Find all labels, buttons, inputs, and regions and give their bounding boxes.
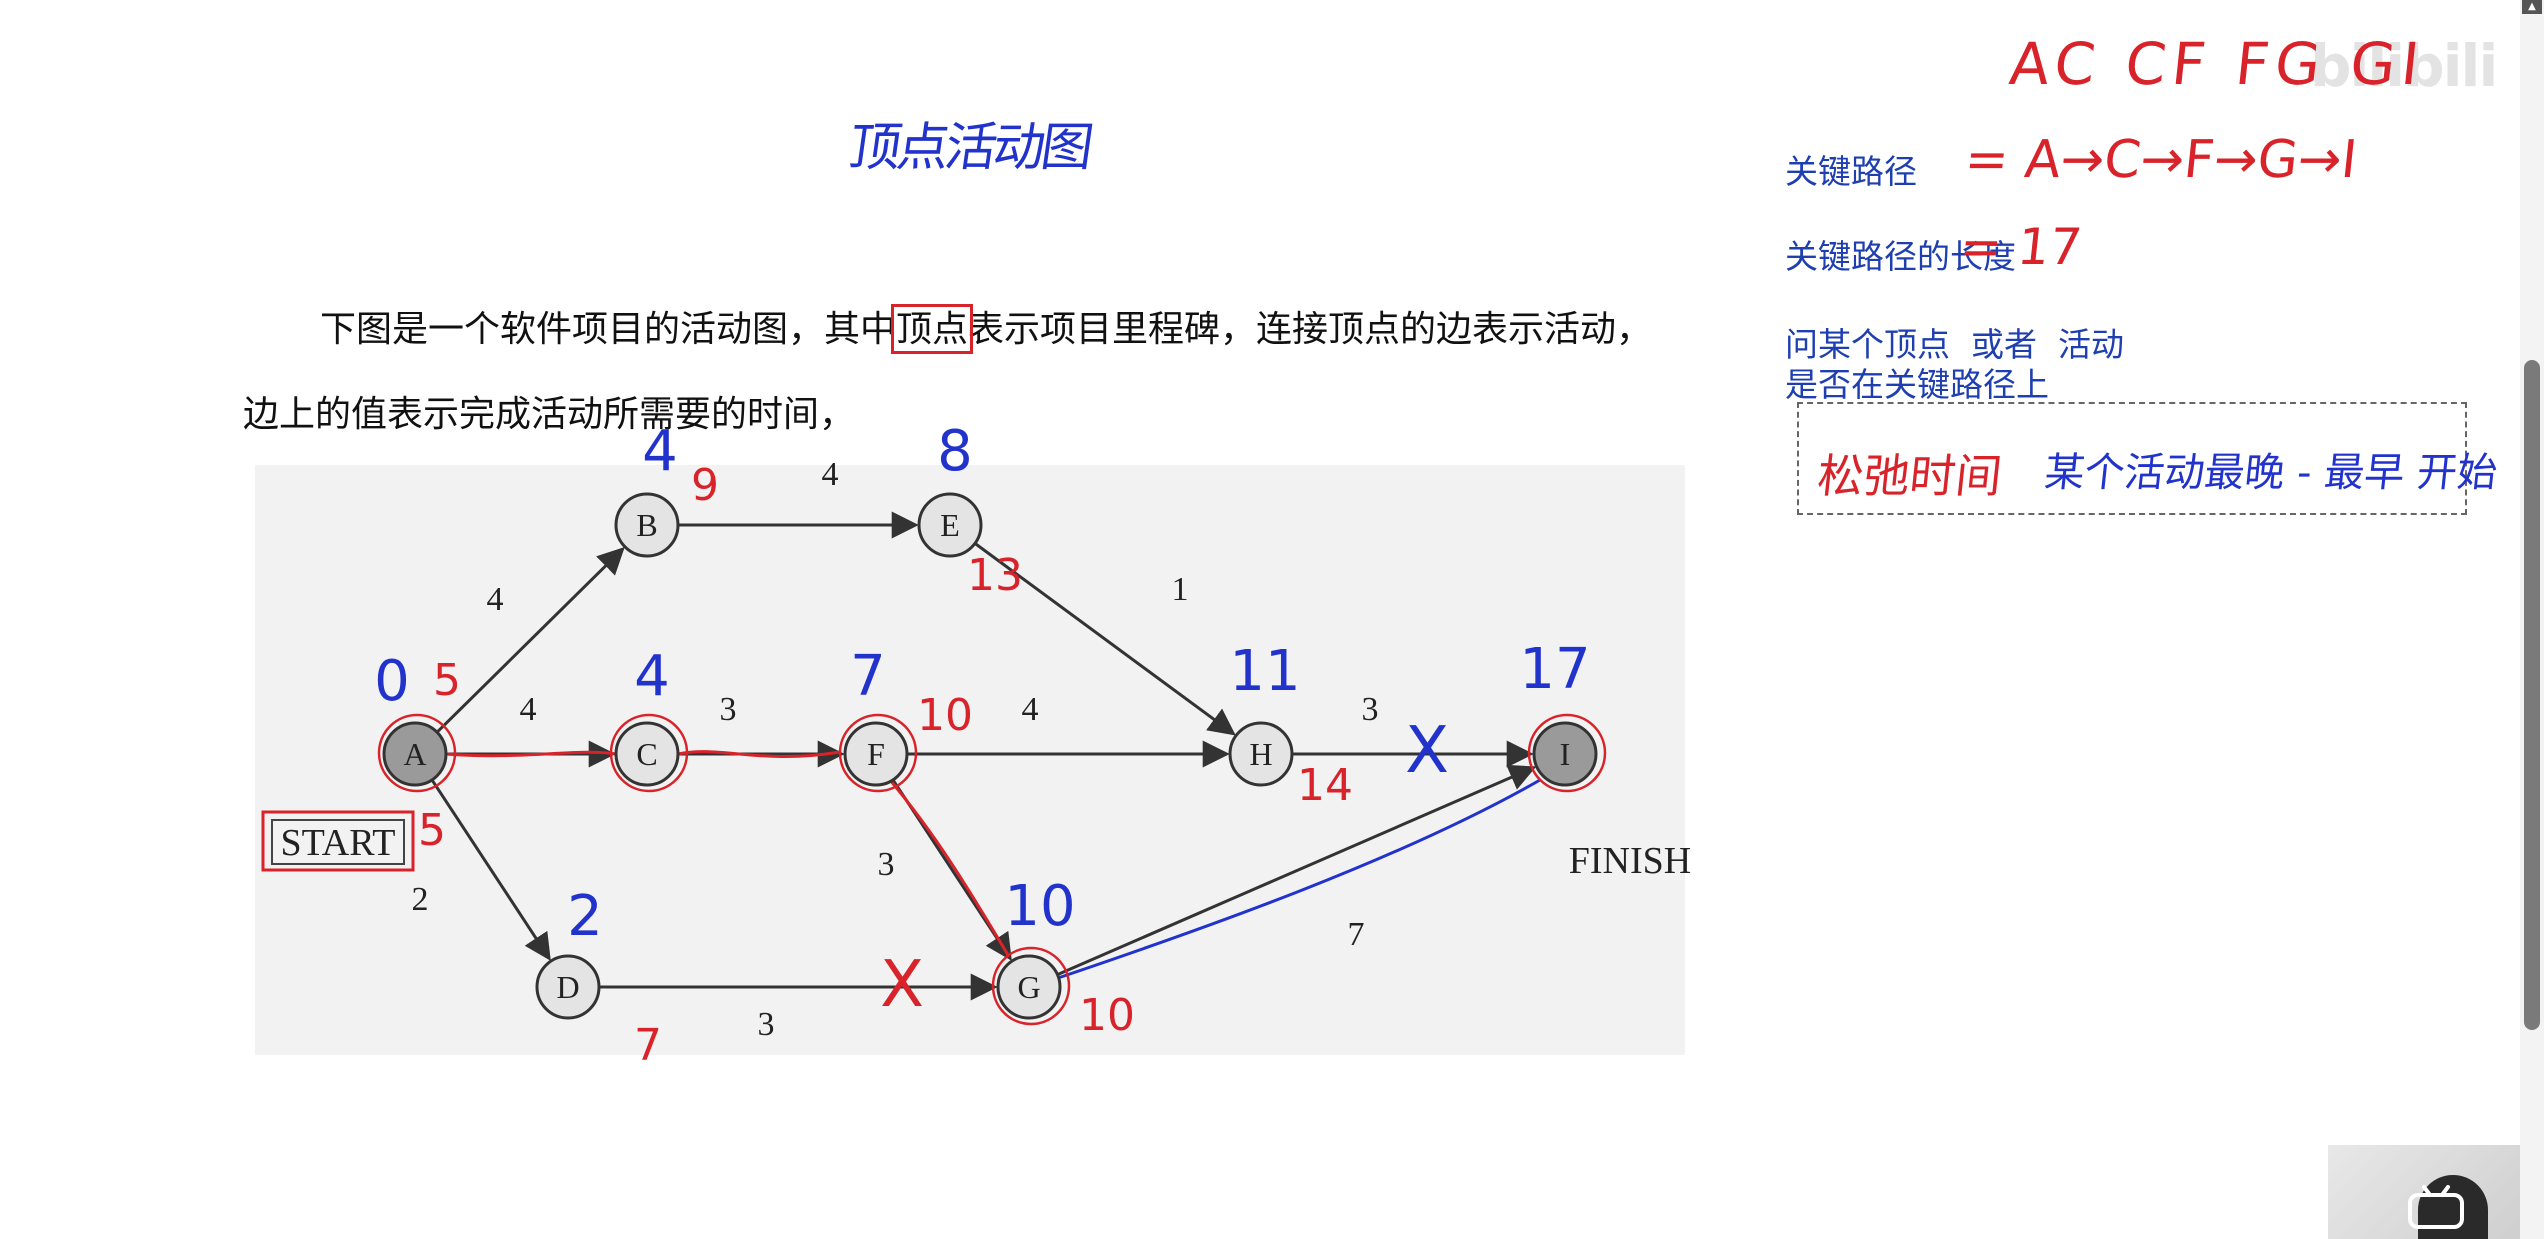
edge-weight-D-G: 3 [758,1006,775,1043]
scroll-up-icon[interactable]: ▲ [2522,0,2542,14]
cross-mark-h-i: X [1405,714,1449,788]
earliest-time-B: 4 [642,419,678,484]
bilibili-tv-icon [2408,1185,2464,1229]
edge-A-B [436,546,625,734]
problem-line-1: 下图是一个软件项目的活动图，其中顶点表示项目里程碑，连接顶点的边表示活动， [320,300,1653,354]
critical-ring-A [377,713,457,793]
edge-weight-E-H: 1 [1172,571,1189,608]
node-I [1532,721,1598,787]
node-label-A: A [403,736,426,772]
scrollbar-thumb[interactable] [2524,360,2540,1030]
node-H [1228,721,1294,787]
latest-time-A: 5 [433,655,461,706]
edge-weight-G-I: 7 [1348,916,1365,953]
critical-path-label: 关键路径 [1785,152,1917,191]
node-B [614,492,680,558]
node-label-B: B [636,507,657,543]
node-label-H: H [1249,736,1272,772]
edge-weight-A-C: 4 [520,691,537,728]
start-highlight-box [261,810,415,872]
note-slack-time: 松弛时间 [1814,449,2005,503]
start-box [271,819,405,865]
edge-weight-C-F: 3 [720,691,737,728]
critical-ring-I [1527,713,1607,793]
critical-overlay-g-i [1057,778,1541,980]
edge-weight-A-B: 4 [487,581,504,618]
problem-line-1-after: 表示项目里程碑，连接顶点的边表示活动， [968,309,1653,349]
critical-path-value: = A→C→F→G→I [1961,130,2360,190]
edge-G-I [1056,764,1537,977]
annotation-layer [261,713,1607,1026]
node-E [917,492,983,558]
edge-A-D [430,779,551,961]
bilibili-watermark: bilibili [2310,32,2498,100]
note-box [1797,402,2467,515]
node-label-D: D [556,969,579,1005]
earliest-time-C: 4 [634,644,670,709]
node-label-E: E [940,507,960,543]
earliest-time-H: 11 [1229,639,1300,704]
earliest-time-A: 0 [374,649,410,714]
edge-weight-B-E: 4 [822,456,839,493]
node-C [614,721,680,787]
problem-line-1-before: 下图是一个软件项目的活动图，其中 [320,309,897,349]
cross-mark-d-g: X [880,948,924,1022]
earliest-time-D: 2 [567,884,603,949]
critical-ring-G [991,946,1071,1026]
question-line-2: 是否在关键路径上 [1785,365,2049,404]
critical-ring-C [609,713,689,793]
edge-E-H [974,542,1236,736]
node-F [843,721,909,787]
critical-length-label: 关键路径的长度 [1785,237,2016,276]
critical-overlay-a-c [445,750,617,758]
start-label: START [280,822,395,864]
earliest-time-I: 17 [1519,637,1590,702]
latest-time-G: 10 [1079,990,1135,1041]
edge-weight-H-I: 3 [1362,691,1379,728]
finish-label: FINISH [1569,840,1691,882]
critical-overlay-c-f [677,750,841,758]
node-D [535,954,601,1020]
edge-weight-F-H: 4 [1022,691,1039,728]
critical-length-value: = 17 [1956,218,2085,276]
latest-time-H: 14 [1297,760,1353,811]
node-A [382,721,448,787]
graph-background [255,465,1685,1055]
node-G [996,954,1062,1020]
node-label-F: F [867,736,885,772]
highlighted-term: 顶点 [891,304,974,354]
earliest-time-G: 10 [1004,874,1075,939]
top-path-note: AC CF FG GI [2006,30,2429,98]
question-line-1: 问某个顶点 或者 活动 [1785,325,2124,364]
nodes-layer [382,492,1598,1020]
critical-ring-F [838,713,918,793]
node-label-I: I [1560,736,1571,772]
note-slack-definition: 某个活动最晚 - 最早 开始 [2042,450,2500,496]
critical-overlay-f-g [888,779,1010,956]
earliest-time-F: 7 [850,644,886,709]
latest-time-D: 7 [634,1020,662,1071]
latest-time-A2: 5 [418,805,446,856]
latest-time-E: 13 [967,550,1023,601]
problem-line-2: 边上的值表示完成活动所需要的时间， [243,394,856,434]
node-label-G: G [1017,969,1040,1005]
earliest-time-E: 8 [937,419,973,484]
node-label-C: C [636,736,657,772]
edge-weight-F-G: 3 [878,846,895,883]
latest-time-F: 10 [917,690,973,741]
latest-time-B: 9 [691,460,719,511]
edge-weight-A-D: 2 [412,881,429,918]
